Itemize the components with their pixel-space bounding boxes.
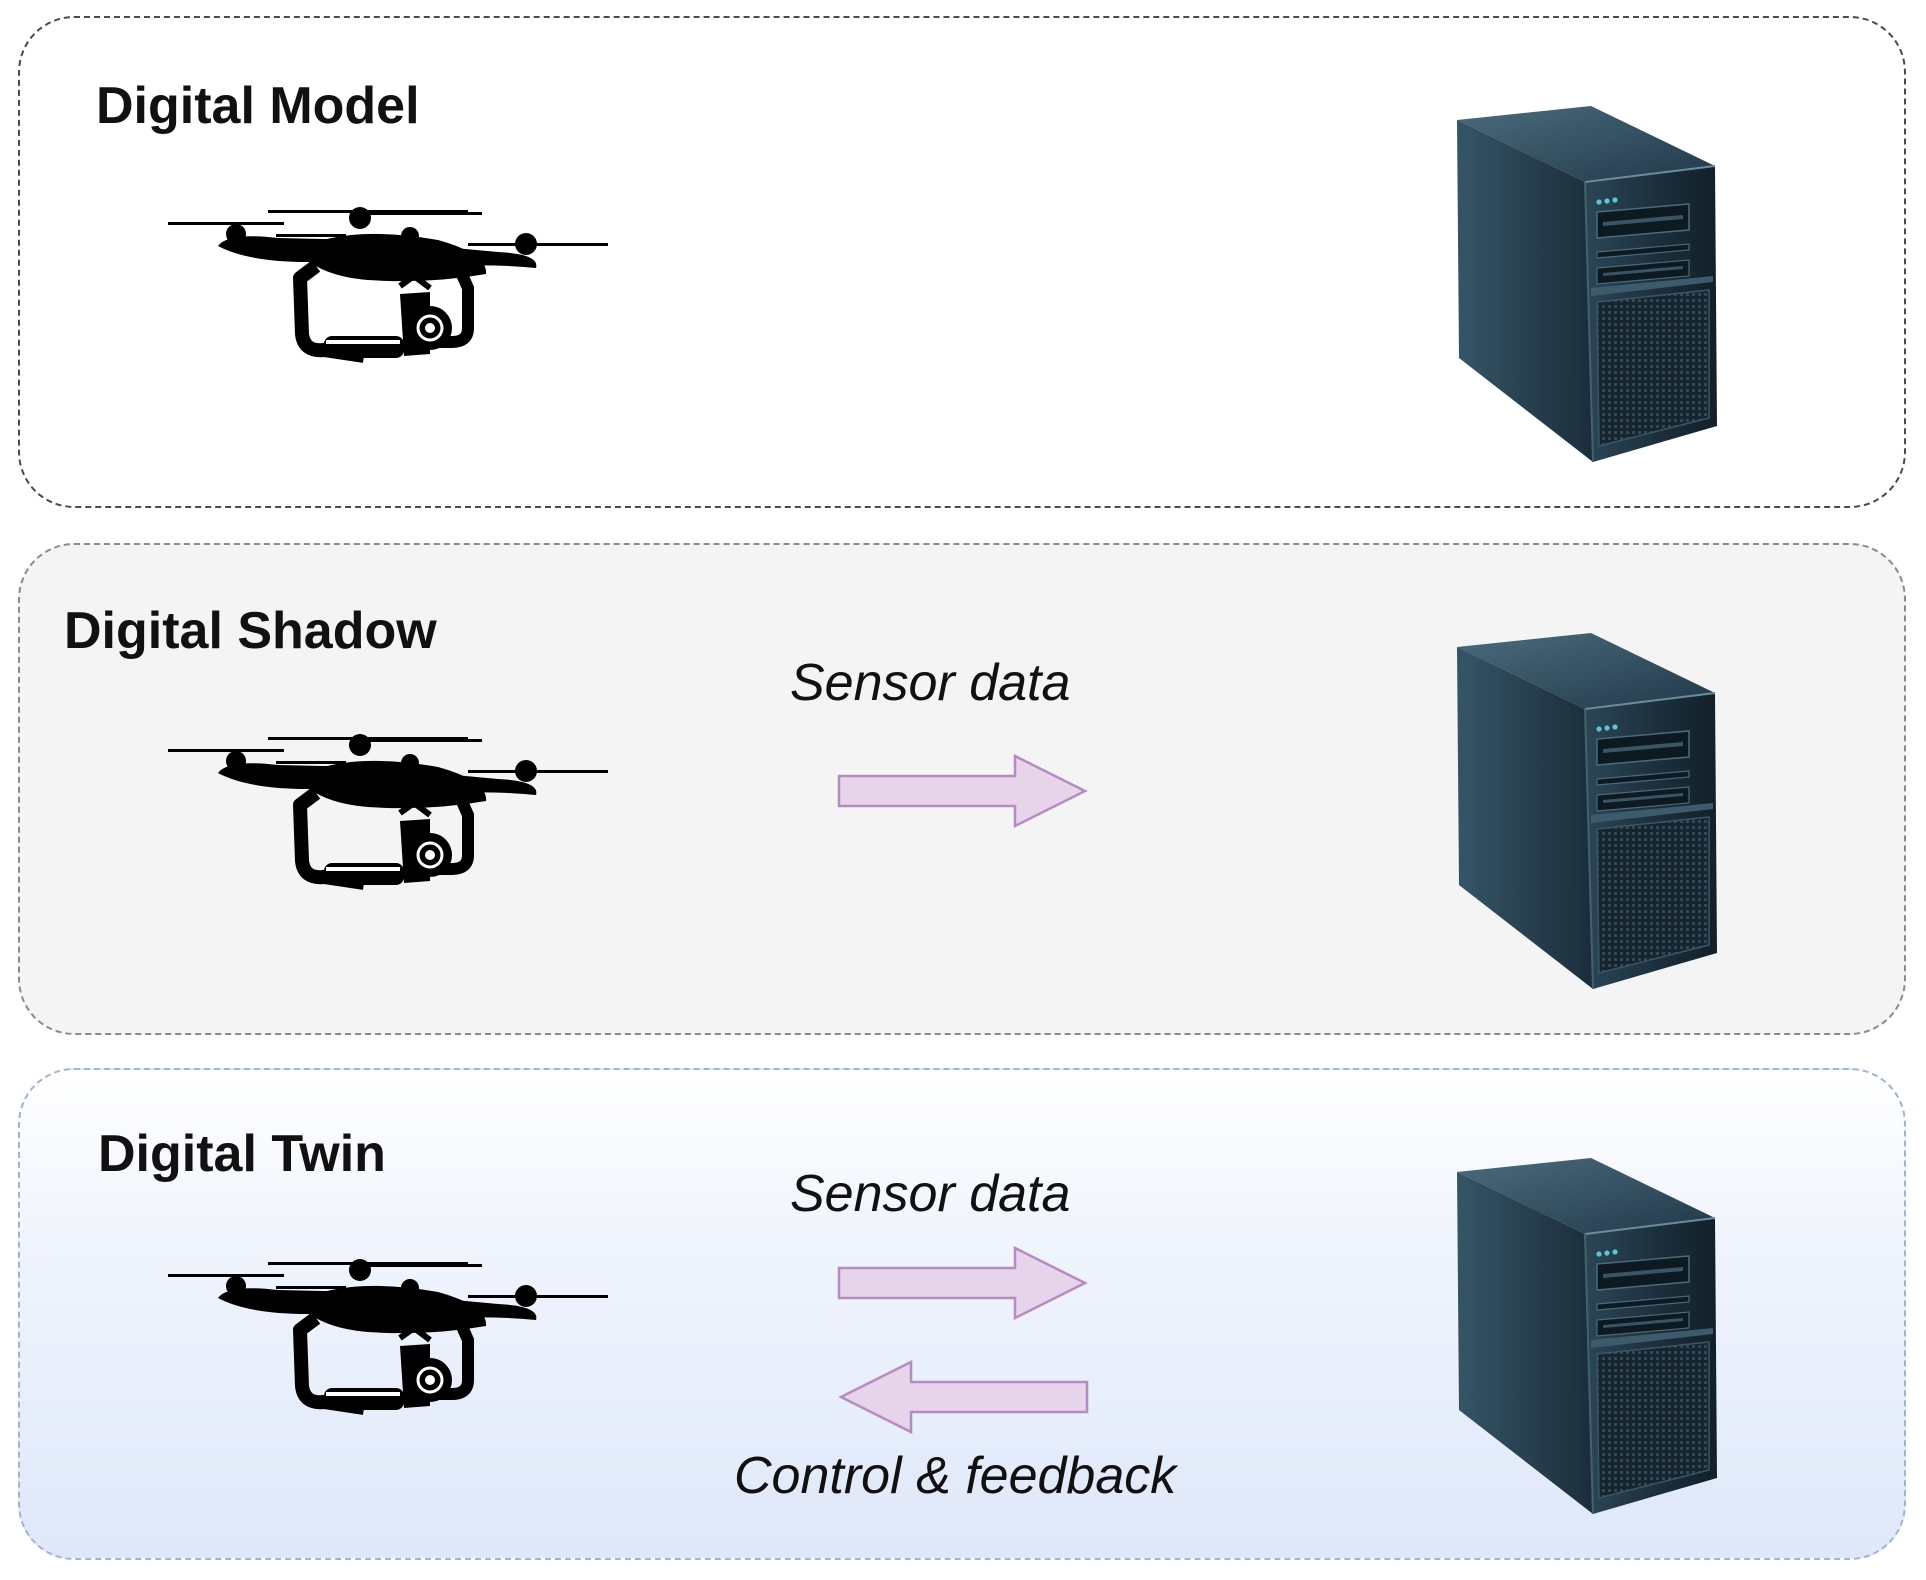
panel-digital-shadow: Digital Shadow Sensor data <box>18 543 1906 1035</box>
control-feedback-label: Control & feedback <box>734 1447 1177 1505</box>
arrow-left-icon <box>837 1360 1089 1434</box>
drone-icon <box>168 1256 612 1426</box>
panel-title: Digital Twin <box>98 1125 386 1183</box>
server-tower-icon <box>1457 1158 1717 1514</box>
panel-digital-twin: Digital Twin Sensor data Control & feedb… <box>18 1068 1906 1560</box>
server-tower-icon <box>1457 633 1717 989</box>
drone-icon <box>168 204 612 374</box>
drone-icon <box>168 731 612 901</box>
arrow-icon <box>837 754 1089 828</box>
server-tower-icon <box>1457 106 1717 462</box>
sensor-data-label: Sensor data <box>790 654 1071 712</box>
panel-digital-model: Digital Model <box>18 16 1906 508</box>
sensor-data-label: Sensor data <box>790 1165 1071 1223</box>
panel-title: Digital Shadow <box>64 602 437 660</box>
panel-title: Digital Model <box>96 77 420 135</box>
arrow-right-icon <box>837 1246 1089 1320</box>
